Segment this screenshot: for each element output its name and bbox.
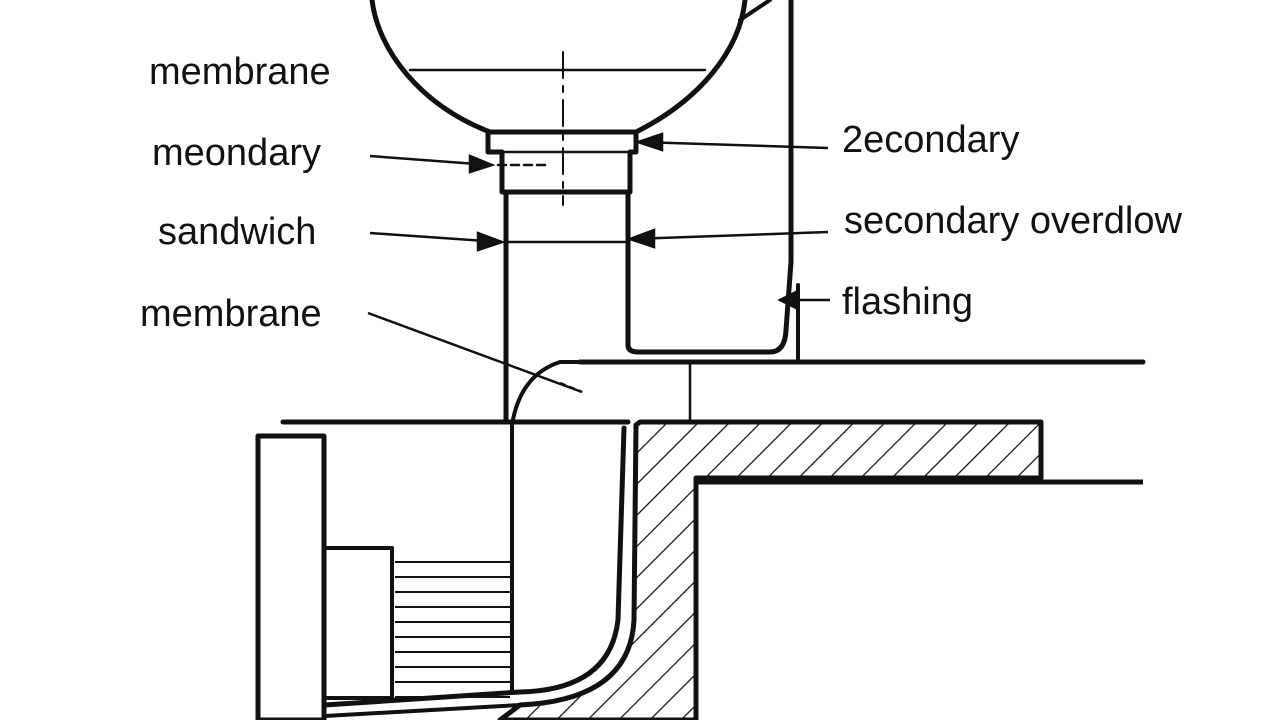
funnel-bowl (369, 0, 748, 135)
bowl-handle (738, 0, 772, 22)
insulation-hatching (395, 561, 510, 698)
label-membrane-bottom: membrane (140, 293, 322, 335)
housing-bottom (625, 259, 794, 355)
label-sandwich: sandwich (158, 211, 317, 253)
label-meondary: meondary (152, 132, 321, 174)
leader-secondary (639, 140, 829, 150)
leader-membrane (367, 311, 583, 394)
label-secondary: 2econdary (842, 119, 1020, 161)
label-secondary-overflow: secondary overdlow (844, 200, 1182, 242)
label-flashing: flashing (842, 281, 973, 323)
left-block (255, 433, 327, 720)
membrane-curve-outer (322, 425, 627, 708)
concrete-slab (497, 419, 1044, 720)
insulation-box (322, 546, 394, 700)
membrane-bend (510, 360, 582, 427)
leader-secondary-overflow (631, 230, 829, 241)
label-membrane-top: membrane (149, 51, 331, 93)
